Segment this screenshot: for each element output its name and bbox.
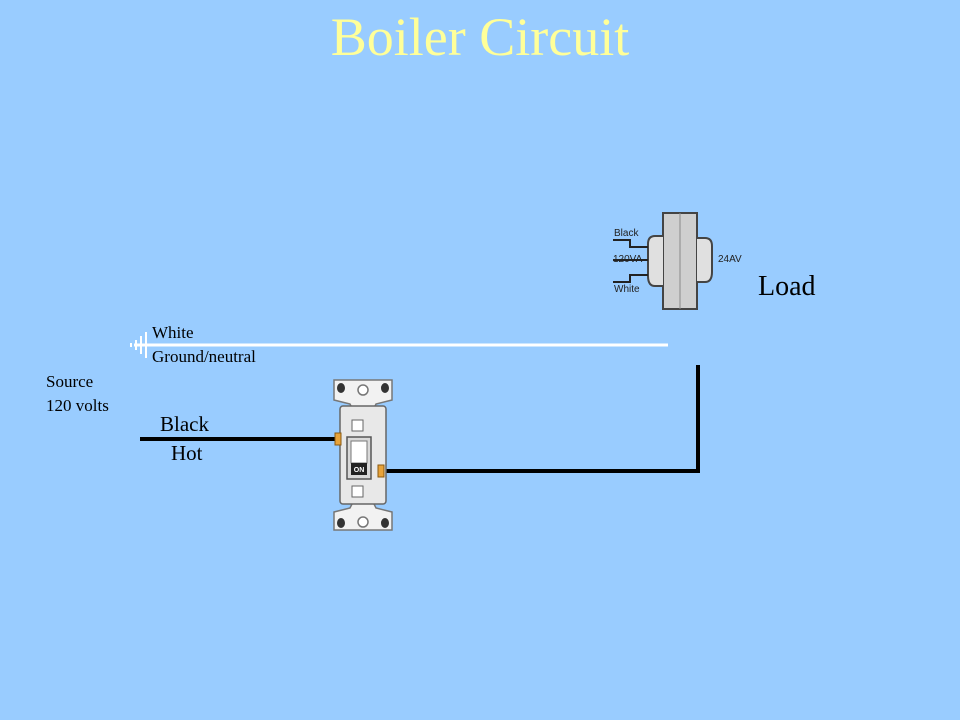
ground-icon: [130, 332, 147, 358]
white-wire-label: White: [152, 323, 194, 342]
source-voltage-label: 120 volts: [46, 396, 109, 415]
light-switch[interactable]: ON: [333, 379, 393, 531]
hot-wire-load: [384, 365, 700, 473]
switch-terminal-load: [377, 464, 385, 478]
load-label: Load: [758, 271, 816, 302]
transformer-primary-label: 120VA: [613, 254, 643, 265]
transformer: Black 120VA White 24AV: [613, 212, 742, 310]
transformer-white-label: White: [614, 284, 640, 295]
ground-neutral-label: Ground/neutral: [152, 347, 256, 366]
source-label: Source: [46, 372, 94, 391]
transformer-black-label: Black: [614, 228, 639, 239]
black-wire-label: Black: [160, 412, 209, 436]
switch-on-label: ON: [354, 467, 365, 474]
page-title: Boiler Circuit: [330, 7, 630, 67]
transformer-secondary-label: 24AV: [718, 254, 742, 265]
switch-terminal-line: [334, 432, 342, 446]
hot-label: Hot: [171, 441, 203, 465]
